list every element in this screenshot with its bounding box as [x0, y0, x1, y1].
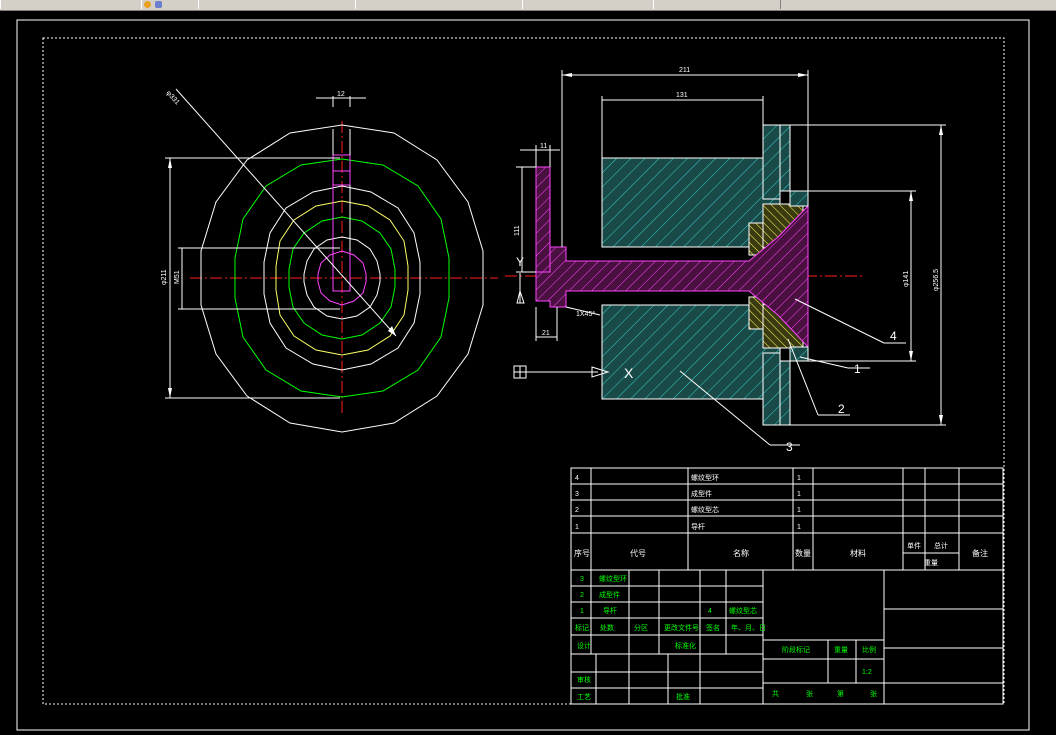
toolbar-strip: [0, 0, 1056, 11]
layer-dropdown[interactable]: [198, 0, 356, 9]
header-total: 总计: [934, 541, 948, 550]
dim-flange-thick: 11: [540, 143, 547, 150]
part-name: 成型件: [691, 489, 712, 498]
part-qty: 1: [797, 524, 801, 531]
dim-dia-256: φ256.5: [933, 269, 940, 291]
sheets-total: 共: [772, 689, 779, 698]
signoff-process: 工艺: [577, 693, 591, 701]
rev-header-mark: 标记: [575, 623, 589, 632]
balloon-4: 4: [890, 329, 897, 343]
signoff-design: 设计: [577, 641, 591, 650]
rev-row-qty: 4: [708, 608, 712, 615]
header-no: 序号: [574, 548, 590, 558]
part-qty: 1: [797, 491, 801, 498]
section-view: [505, 70, 946, 446]
parts-list: [570, 467, 1004, 571]
sheets-unit-2: 张: [870, 689, 877, 698]
balloon-2: 2: [838, 402, 845, 416]
signoff-approve: 批准: [676, 692, 690, 701]
rev-row-no: 1: [580, 608, 584, 615]
header-code: 代号: [630, 548, 646, 558]
title-block-text: 3 螺纹型环 2 成型件 1 导杆 4 螺纹型芯 标记 处数 分区 更改文件号 …: [575, 574, 877, 701]
rev-row-no: 2: [580, 592, 584, 599]
rev-row-no: 3: [580, 576, 584, 583]
dim-flange-height: 111: [514, 225, 521, 236]
lineweight-dropdown[interactable]: [522, 0, 654, 9]
palette-icon[interactable]: [144, 1, 151, 8]
part-name: 螺纹型环: [691, 473, 719, 482]
header-weight: 重量: [924, 559, 938, 567]
layer-icon[interactable]: [155, 1, 162, 8]
part-name: 导杆: [691, 522, 705, 531]
rev-header-zone: 分区: [634, 623, 648, 632]
toolbar-icon-group[interactable]: [141, 0, 199, 9]
rev-header-sign: 签名: [706, 623, 720, 632]
part-qty: 1: [797, 507, 801, 514]
dim-neck: 21: [542, 330, 550, 337]
header-qty: 数量: [795, 548, 811, 558]
header-name: 名称: [733, 548, 749, 558]
dim-outer-dia: φ211: [161, 269, 168, 285]
dim-overall-length: 211: [679, 67, 690, 74]
front-view: [165, 88, 498, 433]
header-single: 单件: [907, 541, 921, 550]
parts-list-rows: 4 螺纹型环 1 3 成型件 1 2 螺纹型芯 1 1 导杆 1 序号 代号 名…: [574, 473, 988, 567]
drawing-canvas[interactable]: 12 φ331 φ211 M51: [0, 11, 1056, 735]
rev-header-count: 处数: [600, 623, 614, 632]
balloon-3: 3: [786, 440, 793, 454]
rev-row-part: 成型件: [599, 590, 620, 599]
header-remark: 备注: [972, 548, 988, 558]
dim-dia-141: φ141: [903, 271, 910, 287]
rev-row-part: 螺纹型环: [599, 574, 627, 583]
sheet-frame: [16, 19, 1030, 731]
view-marker-y: Y: [516, 255, 524, 269]
part-name: 螺纹型芯: [691, 505, 719, 514]
dim-chamfer: 1X45°: [576, 310, 595, 318]
rev-header-date: 年、月、日: [731, 623, 766, 632]
dim-core-length: 131: [676, 92, 688, 99]
dim-top-width: 12: [337, 91, 345, 98]
rev-row-name: 螺纹型芯: [729, 606, 757, 615]
signoff-std: 标准化: [675, 641, 696, 650]
part-no: 4: [575, 475, 579, 482]
part-no: 3: [575, 491, 579, 498]
scale-label: 比例: [862, 645, 876, 654]
title-block: [570, 569, 1004, 705]
header-material: 材料: [850, 548, 866, 558]
view-marker-x: X: [624, 365, 634, 381]
sheets-current: 第: [837, 689, 844, 698]
part-no: 1: [575, 524, 579, 531]
sheets-unit: 张: [806, 689, 813, 698]
plotstyle-dropdown[interactable]: [653, 0, 781, 9]
rev-row-part: 导杆: [603, 606, 617, 615]
part-qty: 1: [797, 475, 801, 482]
linetype-dropdown[interactable]: [355, 0, 523, 9]
stage-label: 阶段标记: [782, 645, 810, 654]
dim-inner-dia: M51: [174, 270, 181, 284]
scale-value: 1:2: [862, 669, 872, 676]
part-no: 2: [575, 507, 579, 514]
balloon-1: 1: [854, 362, 861, 376]
signoff-check: 审核: [577, 675, 591, 684]
toolbar-segment[interactable]: [0, 0, 142, 9]
rev-header-doc: 更改文件号: [664, 623, 699, 632]
weight-label: 重量: [834, 646, 848, 654]
